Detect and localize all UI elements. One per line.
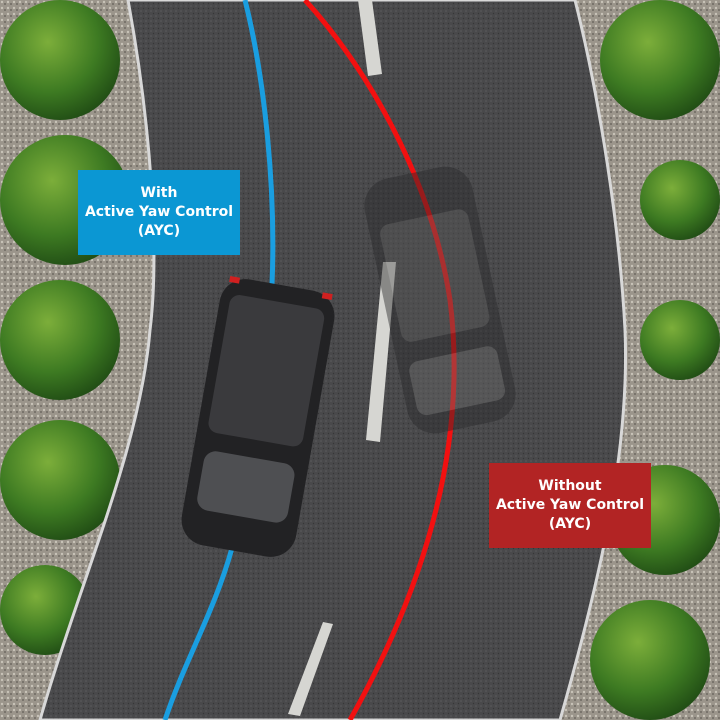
center-lane-dashes xyxy=(288,0,396,716)
ghost-car-without-ayc xyxy=(364,166,516,434)
label-with-ayc: With Active Yaw Control (AYC) xyxy=(78,170,240,255)
blue-path-with-ayc xyxy=(162,0,276,720)
label-with-line1: With xyxy=(140,185,178,201)
label-without-ayc: Without Active Yaw Control (AYC) xyxy=(489,463,651,548)
label-with-line3: (AYC) xyxy=(137,223,181,239)
car-with-ayc xyxy=(181,276,335,557)
red-path-without-ayc xyxy=(303,0,457,720)
label-with-line2: Active Yaw Control xyxy=(84,204,234,220)
label-without-line1: Without xyxy=(538,478,602,494)
label-without-line3: (AYC) xyxy=(548,516,592,532)
label-without-line2: Active Yaw Control xyxy=(495,497,645,513)
